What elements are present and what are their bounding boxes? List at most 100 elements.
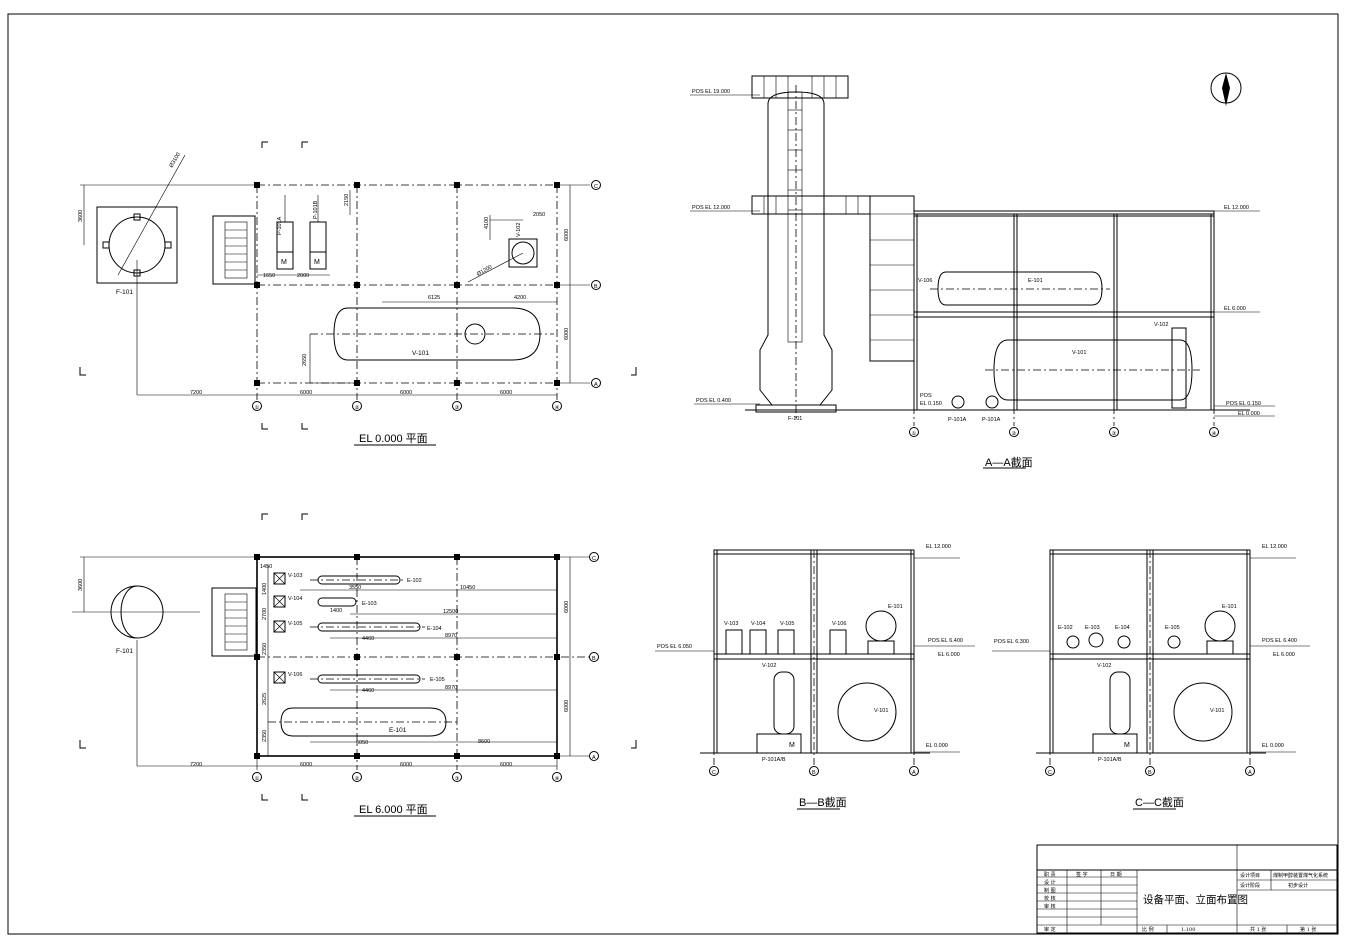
eq-label: E-101 (1222, 604, 1237, 610)
dim-text: 2625 (262, 693, 268, 705)
eq-label: E-104 (427, 626, 442, 632)
dim-text: 3600 (78, 579, 84, 591)
eq-label: E-105 (430, 677, 445, 683)
date-label: 日 期 (1110, 872, 1122, 878)
grid-col: ① (255, 404, 260, 411)
project-value: 煤制甲醇装置煤气化系统 (1273, 872, 1328, 879)
eq-label: E-101 (389, 727, 407, 734)
eq-label: V-102 (762, 663, 776, 669)
level-label: POS EL 12.000 (692, 205, 730, 211)
grid-col: ② (355, 404, 360, 411)
dim-text: 2000 (297, 273, 309, 279)
grid-col: ③ (1112, 430, 1117, 437)
sign-label: 签 字 (1076, 871, 1088, 878)
dim-text: 6000 (564, 328, 570, 340)
eq-label: V-103 (288, 573, 302, 579)
plan-el6-title: EL 6.000 平面 (359, 804, 428, 816)
eq-label: E-105 (1165, 625, 1180, 631)
level-label: EL 0.000 (1238, 411, 1260, 417)
level-label: POS EL 6.300 (994, 639, 1029, 645)
eq-label: V-104 (288, 596, 302, 602)
grid-row: A (592, 755, 596, 761)
eq-label: V-102 (516, 223, 522, 237)
eq-label: V-102 (1097, 663, 1111, 669)
dim-text: 6000 (564, 229, 570, 241)
eq-label: E-103 (362, 601, 377, 607)
dim-text: 8600 (478, 739, 490, 745)
plan-el6 (72, 513, 637, 817)
level-label: EL 0.150 (920, 401, 942, 407)
grid-row: B (592, 656, 596, 662)
eq-label: E-101 (888, 604, 903, 610)
eq-label: E-103 (1085, 625, 1100, 631)
eq-label: M (789, 742, 795, 749)
dim-text: 4100 (484, 217, 490, 229)
eq-label: E-101 (1028, 278, 1043, 284)
grid-col: ③ (455, 404, 460, 411)
level-label: EL 12.000 (1224, 205, 1249, 211)
project-label: 设计项目 (1240, 872, 1260, 879)
grid-col: ④ (1212, 430, 1217, 437)
dim-text: 4200 (514, 295, 526, 301)
eq-label: P-101A (277, 216, 283, 235)
role-label: 审 核 (1044, 903, 1056, 910)
eq-label: E-102 (407, 578, 422, 584)
level-label: POS (920, 393, 932, 399)
grid-col: ④ (555, 404, 560, 411)
eq-label: V-105 (780, 621, 794, 627)
eq-label: P-101A (982, 417, 1001, 423)
grid-col: ① (255, 775, 260, 782)
level-label: EL 6.000 (1273, 652, 1295, 658)
grid-row: B (594, 284, 598, 290)
dim-text: 3550 (349, 585, 361, 591)
eq-label: F-101 (116, 289, 133, 296)
eq-label: V-106 (288, 672, 302, 678)
dim-text: 1400 (330, 608, 342, 614)
eq-label: V-102 (1154, 322, 1168, 328)
grid-row: B (812, 770, 816, 776)
role-label: 审 定 (1044, 926, 1056, 933)
dim-text: 3600 (78, 210, 84, 222)
eq-label: V-101 (1072, 350, 1086, 356)
level-label: EL 0.000 (926, 743, 948, 749)
drawing-title: 设备平面、立面布置图 (1143, 893, 1248, 906)
dim-text: 6000 (500, 762, 512, 768)
eq-label: V-106 (918, 278, 932, 284)
dim-text: 6000 (400, 390, 412, 396)
eq-label: P-101B (313, 200, 319, 219)
level-label: EL 6.000 (1224, 306, 1246, 312)
grid-row: C (1048, 770, 1052, 776)
level-label: POS EL 19.000 (692, 89, 730, 95)
eq-label: V-101 (1210, 708, 1224, 714)
sheet-no: 第 1 张 (1300, 926, 1316, 933)
dim-text: Ø3100 (169, 152, 182, 169)
dim-text: 7200 (190, 390, 202, 396)
grid-row: C (592, 556, 596, 562)
dim-text: Ø1200 (476, 264, 493, 277)
dim-text: 6000 (564, 700, 570, 712)
section-bb-title: B—B截面 (799, 795, 847, 809)
grid-col: ④ (555, 775, 560, 782)
dim-text: 2150 (344, 194, 350, 206)
grid-col: ③ (455, 775, 460, 782)
scale-value: 1:100 (1181, 927, 1195, 933)
dim-text: 6000 (300, 390, 312, 396)
grid-row: C (712, 770, 716, 776)
dim-text: 6000 (300, 762, 312, 768)
dim-text: 2350 (262, 643, 268, 655)
dim-text: 8970 (445, 633, 457, 639)
eq-label: V-103 (724, 621, 738, 627)
dim-text: 7200 (190, 762, 202, 768)
grid-row: B (1148, 770, 1152, 776)
eq-label: V-101 (874, 708, 888, 714)
role-label: 职 责 (1044, 871, 1056, 878)
level-label: EL 12.000 (926, 544, 951, 550)
dim-text: 6000 (400, 762, 412, 768)
eq-label: V-105 (288, 621, 302, 627)
eq-label: M (281, 259, 287, 266)
role-label: 校 核 (1044, 895, 1056, 902)
eq-label: V-101 (412, 350, 429, 357)
dim-text: 1450 (260, 564, 272, 570)
dim-text: 12500 (443, 609, 458, 615)
